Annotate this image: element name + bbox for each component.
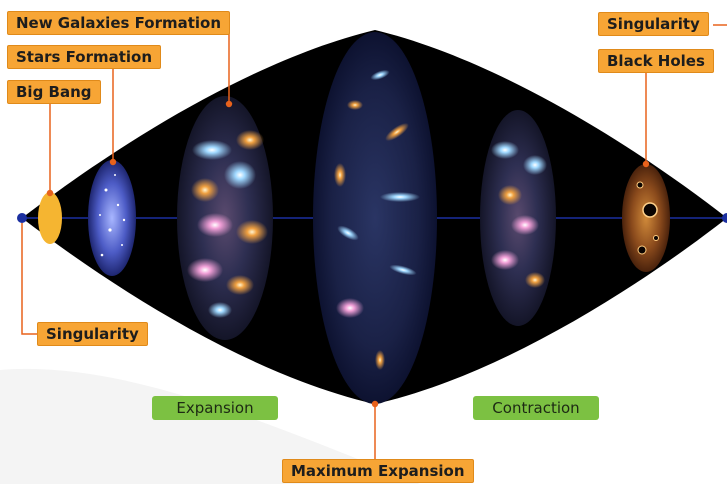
new-galaxies-formation-label: New Galaxies Formation xyxy=(7,11,231,35)
connector-dots xyxy=(46,100,650,408)
black-holes-label: Black Holes xyxy=(598,49,714,73)
maximum-expansion-ellipse xyxy=(313,32,437,404)
connector-lines xyxy=(21,24,727,460)
stars-formation-specks xyxy=(99,174,126,257)
singularity-start-point xyxy=(17,213,27,223)
expansion-phase-label: Expansion xyxy=(152,396,278,420)
big-bang-ellipse xyxy=(38,192,62,244)
big-bang-label: Big Bang xyxy=(7,80,101,104)
stars-formation-label: Stars Formation xyxy=(7,45,162,69)
singularity-end-point xyxy=(722,213,727,223)
black-holes-ellipse xyxy=(622,164,670,272)
black-holes-markers xyxy=(636,181,659,255)
maximum-expansion-galaxies xyxy=(334,69,420,370)
contraction-phase-label: Contraction xyxy=(473,396,599,420)
stars-formation-ellipse xyxy=(88,160,136,276)
singularity-start-label: Singularity xyxy=(37,322,148,346)
new-galaxies-glows xyxy=(187,130,268,318)
contraction-galaxies-glows xyxy=(491,141,547,288)
maximum-expansion-label: Maximum Expansion xyxy=(282,459,474,483)
singularity-end-label: Singularity xyxy=(598,12,709,36)
background-swoosh xyxy=(0,368,420,484)
